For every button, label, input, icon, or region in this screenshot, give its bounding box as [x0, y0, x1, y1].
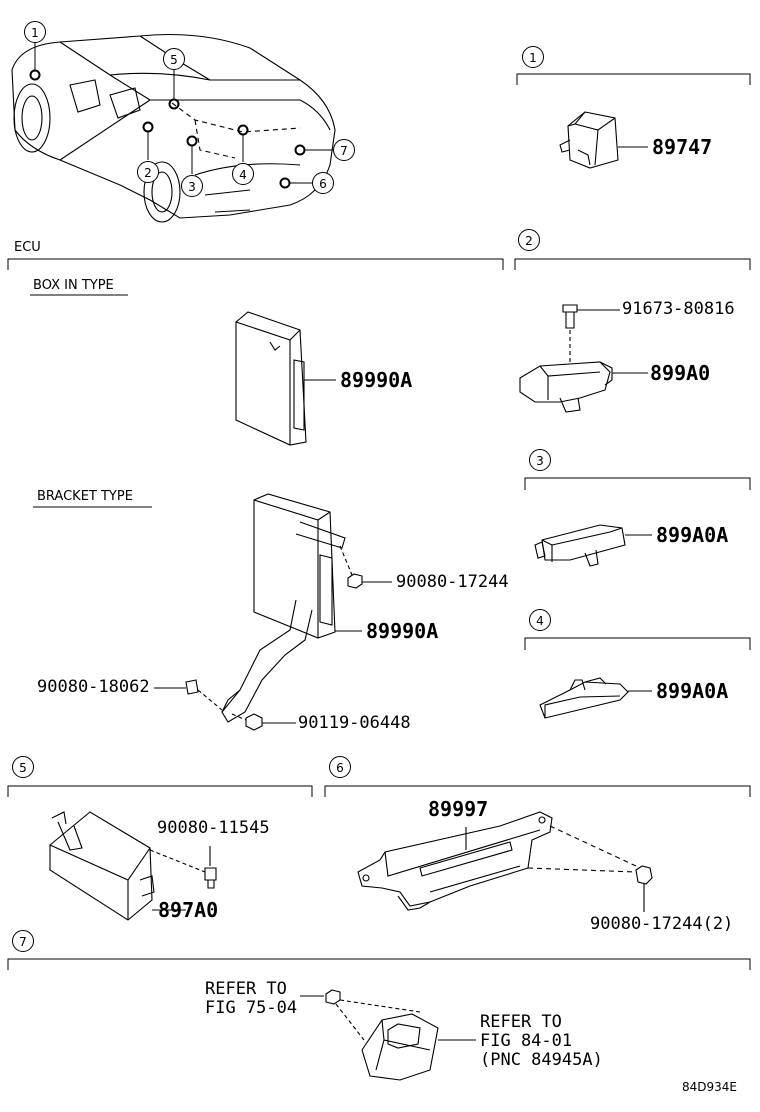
part-label-91673-80816[interactable]: 91673-80816 [622, 299, 735, 319]
part-label-89997[interactable]: 89997 [428, 797, 489, 821]
overview-marker-dots [29, 69, 306, 189]
refer-to-fig-84-01[interactable]: REFER TO FIG 84-01 (PNC 84945A) [480, 1013, 603, 1070]
part-label-89990A-box[interactable]: 89990A [340, 368, 413, 392]
part-label-90080-11545[interactable]: 90080-11545 [157, 818, 270, 838]
overview-callout-2: 2 [137, 161, 159, 183]
section-badge-3: 3 [529, 449, 551, 471]
overview-callout-7: 7 [333, 139, 355, 161]
part-label-90119-06448[interactable]: 90119-06448 [298, 713, 411, 733]
overview-callout-3: 3 [181, 175, 203, 197]
refer-line-3: (PNC 84945A) [480, 1050, 603, 1070]
part-label-90080-18062[interactable]: 90080-18062 [37, 677, 150, 697]
section-badge-1: 1 [522, 46, 544, 68]
section-badge-2: 2 [518, 229, 540, 251]
section-frames [7, 73, 751, 970]
overview-callout-4: 4 [232, 163, 254, 185]
box-in-type-heading: BOX IN TYPE [33, 278, 114, 293]
part-label-90080-17244-qty2[interactable]: 90080-17244(2) [590, 914, 734, 934]
figure-code: 84D934E [682, 1080, 737, 1094]
part-899A0A-4-drawing [539, 677, 652, 719]
refer-line-1: REFER TO [480, 1012, 562, 1032]
part-label-89990A-bracket[interactable]: 89990A [366, 619, 439, 643]
overview-callout-5: 5 [163, 48, 185, 70]
refer-line-2: FIG 75-04 [205, 998, 298, 1018]
ecu-heading: ECU [14, 240, 41, 255]
part-89990A-box-drawing [235, 311, 336, 446]
part-89997-drawing [357, 811, 653, 912]
part-label-90080-17244[interactable]: 90080-17244 [396, 572, 509, 592]
overview-callout-6: 6 [312, 172, 334, 194]
bracket-type-heading: BRACKET TYPE [37, 489, 133, 504]
refer-line-2: FIG 84-01 [480, 1031, 573, 1051]
part-897A0-drawing [49, 811, 217, 921]
part-89747-drawing [559, 111, 648, 169]
refer-line-1: REFER TO [205, 979, 287, 999]
part-label-899A0[interactable]: 899A0 [650, 361, 711, 385]
part-89990A-bracket-drawing [154, 493, 392, 731]
part-899A0-drawing [519, 304, 648, 413]
part-label-897A0[interactable]: 897A0 [158, 898, 219, 922]
section-badge-7: 7 [12, 930, 34, 952]
section-badge-6: 6 [329, 756, 351, 778]
part-label-89747[interactable]: 89747 [652, 135, 713, 159]
refer-to-fig-75-04[interactable]: REFER TO FIG 75-04 [205, 980, 297, 1018]
part-label-899A0A-section4[interactable]: 899A0A [656, 679, 729, 703]
part-899A0A-3-drawing [534, 524, 652, 567]
section-7-drawing [300, 989, 476, 1081]
section-badge-5: 5 [12, 756, 34, 778]
overview-leader-lines [34, 43, 333, 184]
part-label-899A0A-section3[interactable]: 899A0A [656, 523, 729, 547]
overview-callout-1: 1 [24, 21, 46, 43]
section-badge-4: 4 [529, 609, 551, 631]
